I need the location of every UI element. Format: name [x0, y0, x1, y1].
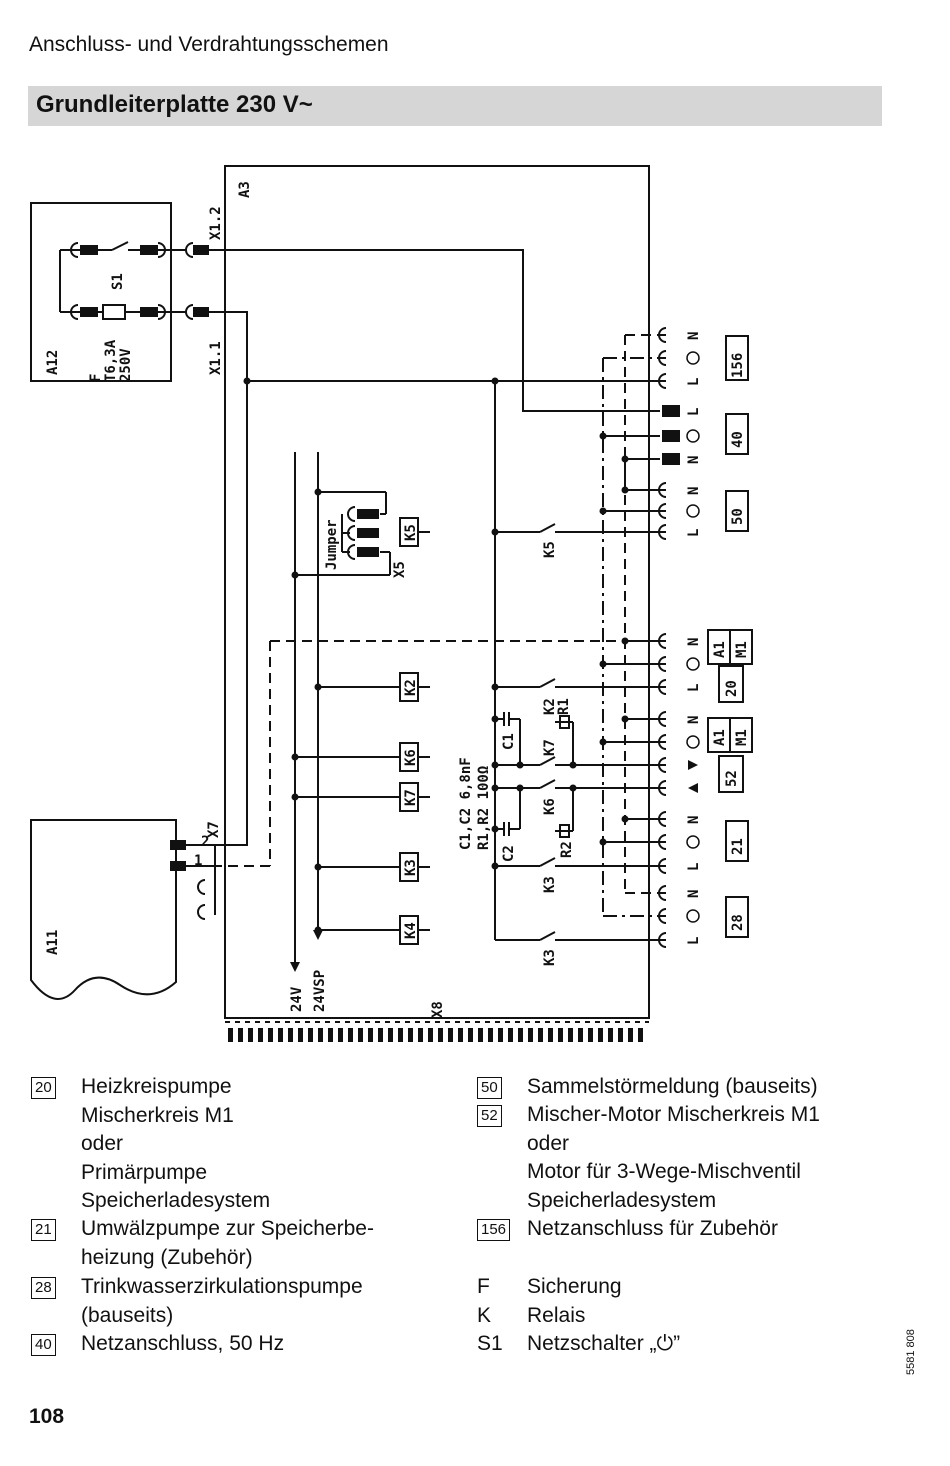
- contact-label-k5: K5: [542, 541, 558, 558]
- svg-text:N: N: [686, 487, 702, 495]
- coil-label-k7: K7: [403, 789, 419, 806]
- legend-code: 52: [477, 1105, 502, 1127]
- relay-coil-k6: [399, 742, 419, 772]
- svg-text:L: L: [686, 408, 702, 416]
- contact-label-k7: K7: [542, 739, 558, 756]
- connector-label-x1-1: X1.1: [208, 341, 224, 375]
- svg-text:L: L: [686, 937, 702, 945]
- resistor-r2: [559, 824, 570, 838]
- contact-label-k4: K3: [542, 949, 558, 966]
- coil-label-k3: K3: [403, 859, 419, 876]
- relay-coil-k3: [399, 852, 419, 882]
- plug-label-52: 52: [724, 770, 740, 787]
- svg-text:N: N: [686, 638, 702, 646]
- svg-text:L: L: [686, 378, 702, 386]
- contact-label-k6: K6: [542, 798, 558, 815]
- svg-text:L: L: [686, 684, 702, 692]
- board-label-a3: A3: [237, 181, 253, 198]
- plug-label-156: 156: [730, 353, 746, 378]
- contact-label-k3: K3: [542, 876, 558, 893]
- jumper-label: Jumper: [324, 519, 340, 570]
- legend-code: 21: [31, 1219, 56, 1241]
- plug-label-21: 21: [730, 838, 746, 855]
- capacitor-note: C1,C2 6,8nF: [458, 757, 474, 850]
- plug-label-20: 20: [724, 680, 740, 697]
- module-label-a12: A12: [45, 350, 61, 375]
- module-label-a11: A11: [45, 930, 61, 955]
- connector-label-x7: X7: [206, 821, 222, 838]
- voltage-label-24v: 24V: [289, 986, 305, 1012]
- svg-text:N: N: [686, 456, 702, 464]
- svg-text:N: N: [686, 890, 702, 898]
- plug-label-28: 28: [730, 914, 746, 931]
- contact-label-r1: R1: [556, 698, 572, 715]
- legend-code: 20: [31, 1077, 56, 1099]
- coil-label-k4: K4: [403, 922, 419, 939]
- x7-pin-1: 1: [194, 853, 202, 869]
- capacitor-label-c1: C1: [501, 733, 517, 750]
- module-a12-outline: [30, 202, 172, 382]
- svg-text:N: N: [686, 716, 702, 724]
- x7-pin-2: 2: [201, 834, 209, 850]
- plug-label-52-a1: A1: [712, 729, 728, 746]
- plug-label-50: 50: [730, 508, 746, 525]
- coil-label-k6: K6: [403, 749, 419, 766]
- connector-label-x5: X5: [392, 561, 408, 578]
- capacitor-label-c2: C2: [501, 845, 517, 862]
- section-title: Grundleiterplatte 230 V~: [36, 91, 313, 118]
- plug-label-52-m1: M1: [734, 729, 750, 746]
- relay-coil-k4: [399, 915, 419, 945]
- resistor-note: R1,R2 100Ω: [476, 766, 492, 850]
- relay-coil-k2: [399, 672, 419, 702]
- voltage-label-24vsp: 24VSP: [312, 970, 328, 1012]
- document-number: 5581 808: [905, 1329, 917, 1375]
- svg-text:L: L: [686, 529, 702, 537]
- plug-label-20-a1: A1: [712, 641, 728, 658]
- fuse-label: FT6,3A250V: [88, 339, 134, 382]
- page-number: 108: [29, 1405, 65, 1428]
- svg-text:N: N: [686, 332, 702, 340]
- coil-label-k2: K2: [403, 679, 419, 696]
- coil-label-k5: K5: [403, 524, 419, 541]
- svg-text:N: N: [686, 816, 702, 824]
- section-title-bar: Grundleiterplatte 230 V~: [28, 86, 882, 126]
- resistor-r1: [559, 715, 570, 729]
- plug-label-40: 40: [730, 431, 746, 448]
- relay-coil-k7: [399, 782, 419, 812]
- connector-label-x1-2: X1.2: [208, 206, 224, 240]
- plug-label-20-m1: M1: [734, 641, 750, 658]
- terminal-strip-x8: [228, 1028, 643, 1042]
- connector-label-x8: X8: [430, 1001, 446, 1018]
- contact-label-r2: R2: [559, 841, 575, 858]
- legend-code: 50: [477, 1077, 502, 1099]
- page-header: Anschluss- und Verdrahtungsschemen: [29, 33, 389, 56]
- relay-coil-k5: [399, 517, 419, 547]
- fuse-symbol: [102, 304, 126, 320]
- svg-text:L: L: [686, 863, 702, 871]
- contact-label-k2: K2: [542, 698, 558, 715]
- board-a3-outline: [224, 165, 650, 1019]
- module-a11-outline: [30, 819, 177, 1000]
- switch-label: S1: [110, 273, 126, 290]
- legend-code: 28: [31, 1277, 56, 1299]
- legend-code: 40: [31, 1334, 56, 1356]
- legend-code: 156: [477, 1219, 511, 1241]
